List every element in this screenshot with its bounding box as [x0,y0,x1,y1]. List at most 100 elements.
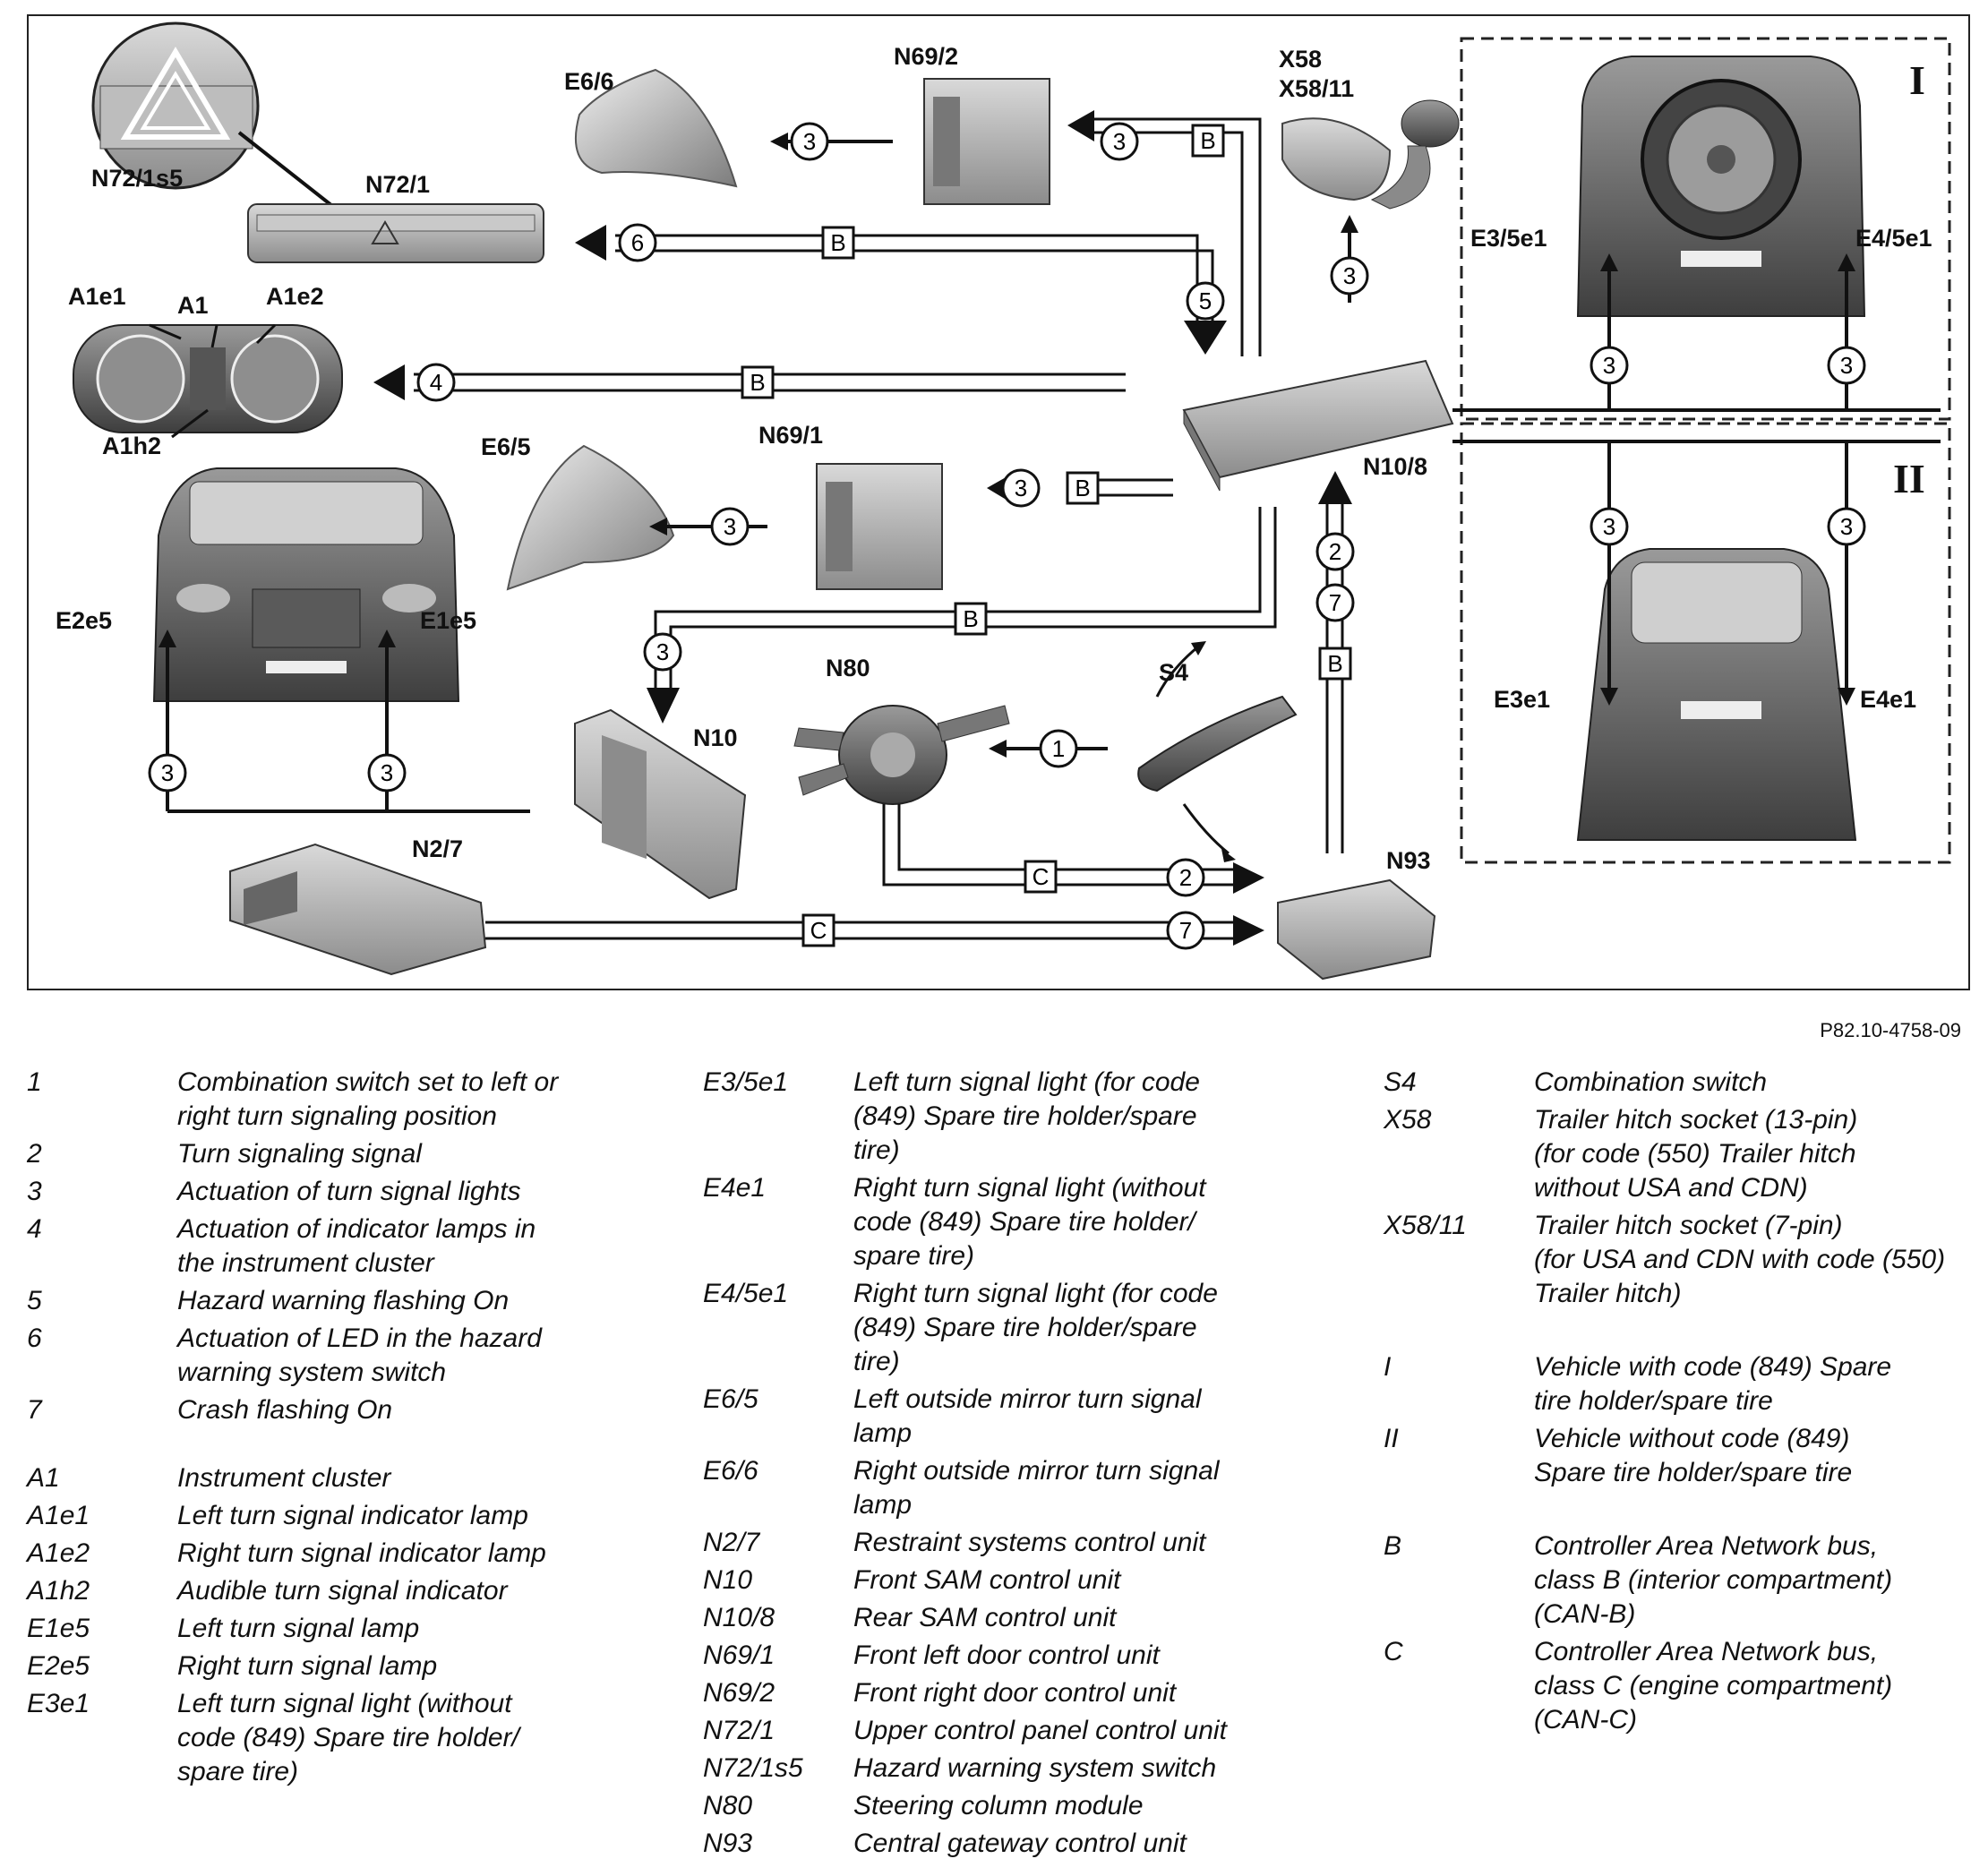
left-mirror [506,444,675,591]
legend-code: A1e1 [27,1501,90,1530]
combination-switch [1137,641,1298,862]
legend-code: C [1384,1637,1403,1666]
svg-text:3: 3 [1603,352,1615,379]
label-n69-2: N69/2 [894,43,959,70]
svg-text:2: 2 [1179,864,1192,891]
legend-code: N72/1 [703,1716,775,1745]
legend-description: Controller Area Network bus, class C (en… [1534,1637,1893,1735]
legend-code: E2e5 [27,1651,90,1681]
bus-letter-boxes: B B B B B B C C [741,124,1352,947]
right-mirror [574,68,738,188]
signal-circle-3: 3 [1330,256,1369,296]
trailer-hitch-sockets [1281,99,1460,210]
label-n10-8: N10/8 [1363,453,1428,480]
legend-item: E4e1 Right turn signal light (without cod… [703,1171,1319,1273]
svg-text:B: B [963,605,978,632]
svg-text:3: 3 [724,513,736,540]
signal-circle-3: 3 [643,632,682,672]
signal-circle-3: 3 [1827,507,1866,546]
legend-description: Left turn signal indicator lamp [177,1501,528,1530]
legend-code: 4 [27,1214,42,1244]
legend-description: Actuation of LED in the hazard warning s… [177,1323,542,1387]
label-n72-1s5: N72/1s5 [91,165,184,192]
svg-text:3: 3 [1840,352,1853,379]
rear-vehicle-with-spare [1576,56,1866,317]
legend-description: Right turn signal light (without code (8… [853,1173,1206,1271]
signal-circle-2: 2 [1166,858,1205,897]
legend-description: Actuation of indicator lamps in the inst… [177,1214,536,1278]
legend-code: E4/5e1 [703,1279,789,1308]
legend-code: A1e2 [27,1538,90,1568]
legend-description: Restraint systems control unit [853,1528,1206,1557]
label-e4e1: E4e1 [1860,686,1917,713]
steering-column-module [793,705,1010,805]
bus-box-b: B [954,602,988,636]
signal-circle-1: 1 [1039,729,1078,768]
legend-code: N2/7 [703,1528,760,1557]
legend-description: Right outside mirror turn signal lamp [853,1456,1220,1520]
legend-code: N69/2 [703,1678,775,1708]
box-i-frame [1460,37,1951,421]
legend-code: 7 [27,1395,42,1425]
legend-description: Steering column module [853,1791,1144,1820]
legend-code: N69/1 [703,1640,775,1670]
legend-item: C Controller Area Network bus, class C (e… [1384,1635,1988,1737]
label-x58-11: X58/11 [1279,75,1355,102]
rear-sam-unit [1182,359,1454,492]
label-e3e1: E3e1 [1494,686,1551,713]
svg-text:C: C [1033,863,1050,890]
legend-code: E6/5 [703,1384,758,1414]
label-x58: X58 [1279,46,1323,73]
bus-box-b: B [741,365,775,399]
legend-description: Hazard warning flashing On [177,1286,510,1315]
front-sam-unit [574,708,747,900]
bus-box-c: C [801,913,835,947]
svg-text:4: 4 [430,369,442,396]
legend-item: N80 Steering column module [703,1789,1319,1823]
svg-text:B: B [1327,650,1342,677]
arrowheads [159,110,1855,946]
svg-text:B: B [1075,475,1090,501]
legend-code: E4e1 [703,1173,767,1203]
legend-code: N80 [703,1791,753,1820]
legend-code: 2 [27,1139,42,1169]
wiring-diagram: 3 3 6 5 3 4 3 3 3 3 3 3 2 7 3 1 3 3 2 7 … [27,14,1970,990]
label-n93: N93 [1386,847,1431,874]
legend-code: B [1384,1531,1402,1561]
svg-text:3: 3 [803,128,816,155]
signal-circle-7: 7 [1166,911,1205,950]
legend-description: Audible turn signal indicator [177,1576,508,1606]
label-n69-1: N69/1 [758,422,824,449]
legend-description: Left turn signal light (without code (84… [177,1689,519,1786]
legend-code: E1e5 [27,1614,90,1643]
legend-code: A1 [27,1463,60,1493]
label-box-ii: II [1893,456,1925,501]
signal-circle-3: 3 [710,507,750,546]
legend-description: Right turn signal indicator lamp [177,1538,546,1568]
signal-circle-3: 3 [1827,346,1866,385]
legend-description: Combination switch set to left or right … [177,1067,559,1131]
legend-code: 6 [27,1323,42,1353]
legend-description: Trailer hitch socket (13-pin) (for code … [1534,1105,1858,1203]
label-e2e5: E2e5 [56,607,113,634]
legend-description: Right turn signal light (for code (849) … [853,1279,1218,1376]
svg-text:B: B [830,229,845,256]
svg-text:3: 3 [1840,513,1853,540]
restraint-control-unit [229,843,487,976]
svg-text:2: 2 [1329,538,1341,565]
legend-description: Front SAM control unit [853,1565,1121,1595]
legend-description: Crash flashing On [177,1395,393,1425]
